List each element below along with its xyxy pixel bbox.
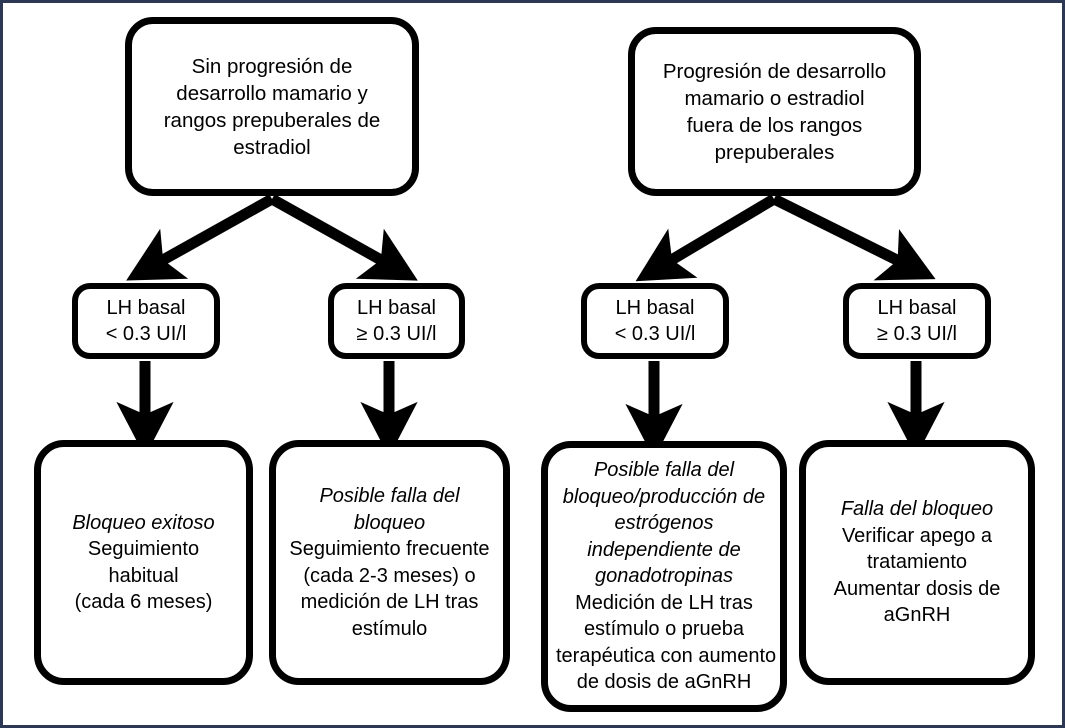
edge-top-left-to-lh-1 — [126, 194, 275, 281]
node-text-line: < 0.3 UI/l — [105, 323, 187, 345]
node-text-line: Posible falla del — [319, 485, 460, 507]
node-text-line: rangos prepuberales de — [163, 108, 381, 132]
node-text-line: bloqueo — [353, 511, 426, 534]
node-text-line: Falla del bloqueo — [840, 498, 994, 521]
node-text-line: ≥ 0.3 UI/l — [877, 323, 957, 345]
edge-top-right-to-lh-3 — [635, 194, 777, 282]
node-text-line: (cada 2-3 meses) o — [303, 564, 476, 587]
node-text-line: estrógenos — [614, 512, 714, 535]
node-text-line: prepuberales — [714, 140, 835, 164]
node-text-line: LH basal — [357, 297, 436, 319]
node-text-line: habitual — [108, 564, 179, 587]
node-text: Sin progresión de desarrollo mamario y ran… — [132, 53, 412, 161]
node-text-line: Medición de LH tras — [575, 591, 753, 614]
node-posible-falla-produccion-estrogenos[interactable]: Posible falla del bloqueo/producción de es… — [541, 441, 787, 712]
node-text-line: estímulo o prueba — [583, 618, 745, 641]
node-lh-basal-alto-izq[interactable]: LH basal ≥ 0.3 UI/l — [328, 283, 465, 359]
node-text: LH basal < 0.3 UI/l — [78, 295, 214, 347]
node-text-line: LH basal — [615, 297, 695, 319]
node-text-line: independiente de — [587, 538, 741, 561]
node-text-line: Aumentar dosis de — [833, 577, 1001, 600]
node-text-line: terapéutica con aumento — [556, 644, 777, 667]
node-text-line: Seguimiento frecuente — [289, 538, 490, 560]
node-text-line: de dosis de aGnRH — [576, 671, 752, 694]
node-text-line: Seguimiento — [87, 538, 200, 560]
node-text-line: tratamiento — [866, 551, 968, 574]
edge-top-right-to-lh-4 — [771, 194, 936, 281]
node-sin-progresion[interactable]: Sin progresión de desarrollo mamario y ran… — [125, 17, 419, 196]
node-text-line: aGnRH — [883, 604, 951, 627]
node-text-line: fuera de los rangos — [686, 113, 863, 137]
node-lh-basal-alto-der[interactable]: LH basal ≥ 0.3 UI/l — [843, 283, 991, 359]
node-text-line: Verificar apego a — [841, 524, 993, 547]
node-text-line: < 0.3 UI/l — [614, 323, 696, 345]
node-text: Posible falla del bloqueo/producción de es… — [548, 457, 780, 696]
node-text-line: medición de LH tras — [300, 591, 479, 613]
node-text-line: estradiol — [233, 135, 311, 159]
node-text-line: Sin progresión de — [191, 54, 353, 78]
node-text: Progresión de desarrollo mamario o estrad… — [635, 58, 914, 166]
node-text-line: (cada 6 meses) — [74, 591, 213, 613]
node-text-line: Progresión de desarrollo — [662, 59, 887, 83]
node-lh-basal-bajo-izq[interactable]: LH basal < 0.3 UI/l — [72, 283, 220, 359]
node-progresion[interactable]: Progresión de desarrollo mamario o estrad… — [628, 27, 921, 196]
node-text-line: gonadotropinas — [595, 565, 733, 588]
node-text-line: LH basal — [106, 297, 186, 319]
node-lh-basal-bajo-der[interactable]: LH basal < 0.3 UI/l — [581, 283, 729, 359]
node-text-line: Bloqueo exitoso — [72, 511, 215, 534]
node-text-line: desarrollo mamario y — [176, 81, 368, 105]
node-text-line: bloqueo/producción de — [562, 485, 766, 508]
node-text-line: estímulo — [351, 617, 428, 640]
node-text-line: mamario o estradiol — [684, 86, 865, 110]
node-text-line: LH basal — [877, 297, 957, 319]
node-text: LH basal < 0.3 UI/l — [587, 295, 723, 347]
node-text: LH basal ≥ 0.3 UI/l — [334, 295, 459, 347]
node-text: LH basal ≥ 0.3 UI/l — [849, 295, 985, 347]
edge-top-left-to-lh-2 — [269, 194, 418, 281]
node-text-line: ≥ 0.3 UI/l — [356, 323, 437, 345]
node-text-line: Posible falla del — [593, 459, 735, 482]
